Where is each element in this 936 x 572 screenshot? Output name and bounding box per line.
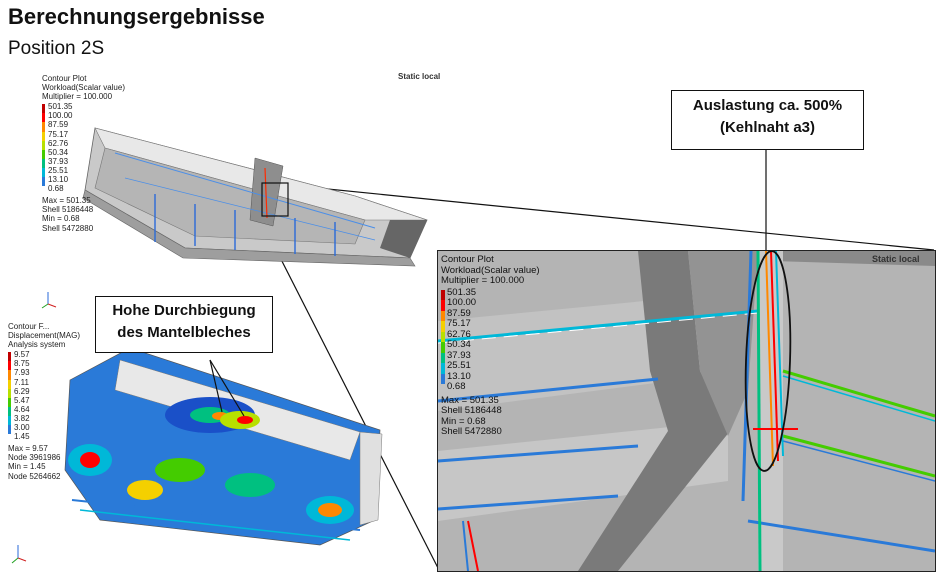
axis-triad-icon	[41, 292, 57, 309]
legend-value: 4.64	[14, 404, 30, 414]
legend-value: 5.47	[14, 395, 30, 405]
legend-heading-line: Contour F...	[8, 322, 50, 331]
legend-value: 9.57	[14, 350, 30, 360]
legend-value: 13.10	[447, 370, 471, 382]
legend-footer-line: Shell 5186448	[441, 405, 502, 416]
legend-heading-line: Displacement(MAG)	[8, 331, 81, 341]
legend-heading-line: Contour Plot	[441, 254, 494, 265]
legend-footer-line: Max = 501.35	[42, 196, 91, 206]
legend-value: 87.59	[447, 307, 471, 319]
legend-heading-line: Analysis system	[8, 340, 66, 350]
view-label-top: Static local	[398, 72, 441, 81]
legend-heading-line: Workload(Scalar value)	[441, 264, 540, 276]
legend-value: 100.00	[48, 111, 73, 121]
legend-value: 0.68	[48, 184, 64, 194]
legend-value: 0.68	[447, 381, 466, 392]
legend-footer-line: Node 5264662	[8, 471, 61, 481]
fe-detail-geometry	[438, 251, 935, 571]
legend-value: 25.51	[48, 165, 69, 175]
legend-value: 50.34	[48, 147, 69, 157]
legend-value: 50.34	[447, 339, 471, 350]
zoom-detail-view: Static local Contour Plot Workload(Scala…	[437, 250, 936, 572]
page-title: Berechnungsergebnisse	[8, 4, 265, 29]
legend-value: 25.51	[447, 360, 471, 371]
legend-heading-line: Contour Plot	[42, 74, 87, 83]
legend-value: 1.45	[14, 432, 30, 442]
legend-footer-line: Shell 5472880	[42, 223, 94, 233]
legend-workload: Contour Plot Workload(Scalar value) Mult…	[42, 74, 125, 233]
legend-value: 8.75	[14, 359, 30, 369]
callout-deflection-line2: des Mantelbleches	[117, 324, 251, 341]
legend-value: 3.00	[14, 423, 30, 433]
legend-value: 13.10	[48, 175, 69, 185]
callout-utilization-line2: (Kehlnaht a3)	[719, 119, 815, 136]
legend-footer-line: Node 3961986	[8, 453, 61, 463]
color-scale-bar	[441, 289, 445, 384]
legend-value: 7.93	[14, 368, 30, 378]
legend-value: 100.00	[447, 297, 477, 308]
legend-value: 7.11	[14, 377, 29, 387]
axis-triad-icon	[11, 545, 27, 564]
callout-utilization-line1: Auslastung ca. 500%	[692, 97, 843, 114]
legend-footer-line: Shell 5186448	[42, 205, 94, 215]
legend-heading-line: Multiplier = 100.000	[42, 92, 113, 102]
legend-footer-line: Min = 0.68	[42, 214, 80, 224]
legend-value: 501.35	[447, 286, 477, 298]
legend-value: 37.93	[447, 349, 471, 361]
legend-heading-line: Multiplier = 100.000	[441, 275, 525, 286]
legend-displacement: Contour F... Displacement(MAG) Analysis …	[8, 322, 80, 481]
legend-value: 62.76	[48, 138, 69, 148]
fe-model-displacement	[64, 347, 383, 546]
legend-value: 75.17	[447, 318, 471, 329]
legend-workload-zoom: Contour Plot Workload(Scalar value) Mult…	[441, 254, 540, 438]
legend-footer-line: Shell 5472880	[441, 426, 502, 437]
legend-value: 3.82	[14, 413, 30, 423]
callout-deflection-line1: Hohe Durchbiegung	[112, 302, 256, 319]
view-label-zoom: Static local	[872, 254, 920, 264]
color-scale-bar	[8, 352, 11, 435]
legend-value: 62.76	[447, 328, 471, 340]
legend-heading-line: Workload(Scalar value)	[42, 83, 125, 93]
color-scale-bar	[42, 104, 45, 187]
legend-value: 6.29	[14, 386, 30, 396]
legend-value: 37.93	[48, 156, 69, 166]
legend-footer-line: Max = 501.35	[441, 394, 499, 406]
legend-value: 75.17	[48, 129, 69, 139]
legend-value: 87.59	[48, 120, 69, 130]
fe-model-top	[82, 127, 428, 267]
callout-utilization: Auslastung ca. 500% (Kehlnaht a3)	[671, 90, 864, 150]
callout-deflection: Hohe Durchbiegung des Mantelbleches	[95, 296, 273, 353]
legend-value: 501.35	[48, 102, 73, 112]
legend-footer-line: Min = 0.68	[441, 415, 486, 427]
page-subtitle: Position 2S	[8, 38, 105, 59]
legend-footer-line: Max = 9.57	[8, 444, 48, 454]
legend-footer-line: Min = 1.45	[8, 462, 46, 472]
